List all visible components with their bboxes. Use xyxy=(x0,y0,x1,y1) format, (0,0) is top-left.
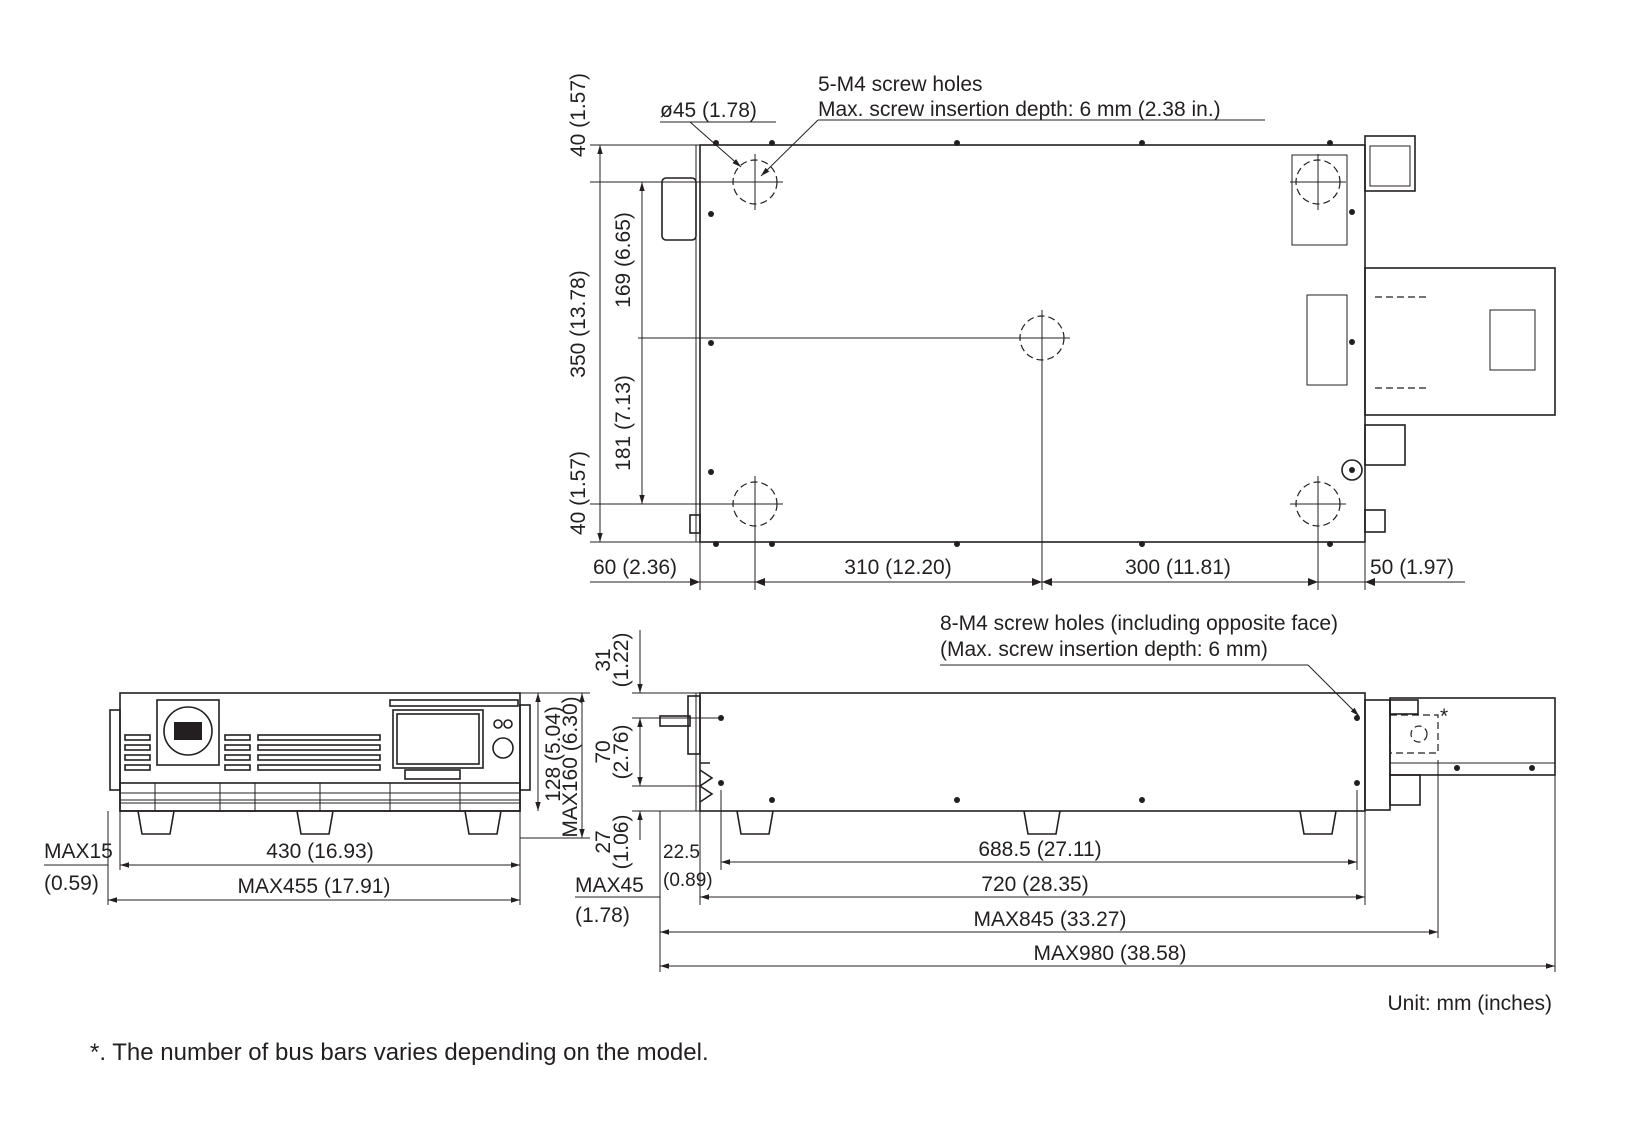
dim-22-5-a: 22.5 xyxy=(663,842,700,863)
top-foot-hole-2 xyxy=(727,476,783,532)
dim-300: 300 (11.81) xyxy=(1125,556,1231,579)
side-hole-note-line2: (Max. screw insertion depth: 6 mm) xyxy=(940,638,1268,661)
footnote: *. The number of bus bars varies dependi… xyxy=(90,1039,709,1066)
top-foot-left-small xyxy=(689,514,701,534)
dim-31-b: (1.22) xyxy=(610,633,633,688)
dim-60: 60 (2.36) xyxy=(593,556,677,579)
top-foot-hole-5 xyxy=(1290,476,1346,532)
top-foot-hole-3 xyxy=(1014,310,1070,366)
dim-310: 310 (12.20) xyxy=(844,556,951,579)
dim-max455: MAX455 (17.91) xyxy=(238,875,391,898)
top-hole-note-line2: Max. screw insertion depth: 6 mm (2.38 i… xyxy=(818,98,1221,121)
side-screws xyxy=(718,715,1535,803)
side-busbar-optional xyxy=(1389,714,1439,754)
dim-27-a: 27 xyxy=(592,830,615,853)
dim-max45-b: (1.78) xyxy=(575,904,630,927)
dim-max15-b: (0.59) xyxy=(44,872,99,895)
side-body-outline xyxy=(699,692,1366,812)
dim-181: 181 (7.13) xyxy=(612,375,635,471)
top-rear-block-upper xyxy=(1364,135,1416,192)
top-busbar-marks xyxy=(1375,296,1430,389)
front-display xyxy=(389,699,519,707)
dim-max980: MAX980 (38.58) xyxy=(1034,942,1187,965)
dim-max15-a: MAX15 xyxy=(44,840,113,863)
dim-top-40: 40 (1.57) xyxy=(567,73,590,157)
front-breaker xyxy=(156,699,220,766)
side-feet xyxy=(736,810,1337,835)
top-rear-cover xyxy=(1364,267,1556,416)
top-hole-note-line1: 5-M4 screw holes xyxy=(818,73,983,96)
dim-27-b: (1.06) xyxy=(610,815,633,870)
dim-169: 169 (6.65) xyxy=(612,212,635,308)
side-view: 8-M4 screw holes (including opposite fac… xyxy=(575,612,1556,972)
dim-350: 350 (13.78) xyxy=(567,270,590,377)
top-foot-hole-4 xyxy=(1290,154,1346,210)
dim-430: 430 (16.93) xyxy=(266,840,373,863)
dim-31-a: 31 xyxy=(592,648,615,671)
dim-22-5-b: (0.89) xyxy=(663,870,713,891)
dim-max45-a: MAX45 xyxy=(575,874,644,897)
front-grille xyxy=(119,782,521,812)
top-foot-diameter: ø45 (1.78) xyxy=(660,99,757,122)
dim-128: 128 (5.04) xyxy=(542,706,565,802)
dim-70-b: (2.76) xyxy=(610,725,633,780)
side-busbar-housing xyxy=(1389,697,1556,776)
side-rear-terminal xyxy=(1364,699,1391,811)
dim-max160: MAX160 (6.30) xyxy=(559,696,582,837)
dim-688-5: 688.5 (27.11) xyxy=(978,838,1101,861)
unit-note: Unit: mm (inches) xyxy=(1387,992,1552,1015)
dim-720: 720 (28.35) xyxy=(981,873,1088,896)
top-body-outline xyxy=(699,144,1366,543)
top-handle-left xyxy=(661,177,697,241)
dim-bottom-40: 40 (1.57) xyxy=(567,451,590,535)
dim-max845: MAX845 (33.27) xyxy=(974,908,1127,931)
side-hole-note-line1: 8-M4 screw holes (including opposite fac… xyxy=(940,612,1338,635)
front-feet xyxy=(137,810,502,835)
dim-70-a: 70 xyxy=(592,740,615,763)
top-rear-block-lower xyxy=(1364,424,1406,466)
front-vents xyxy=(124,734,381,771)
top-screws xyxy=(708,140,1355,547)
side-asterisk: * xyxy=(1440,705,1448,728)
front-view: 128 (5.04) MAX160 (6.30) MAX15 (0.59) 43… xyxy=(44,692,590,905)
dim-50: 50 (1.97) xyxy=(1370,556,1454,579)
top-view: 5-M4 screw holes Max. screw insertion de… xyxy=(567,73,1556,590)
